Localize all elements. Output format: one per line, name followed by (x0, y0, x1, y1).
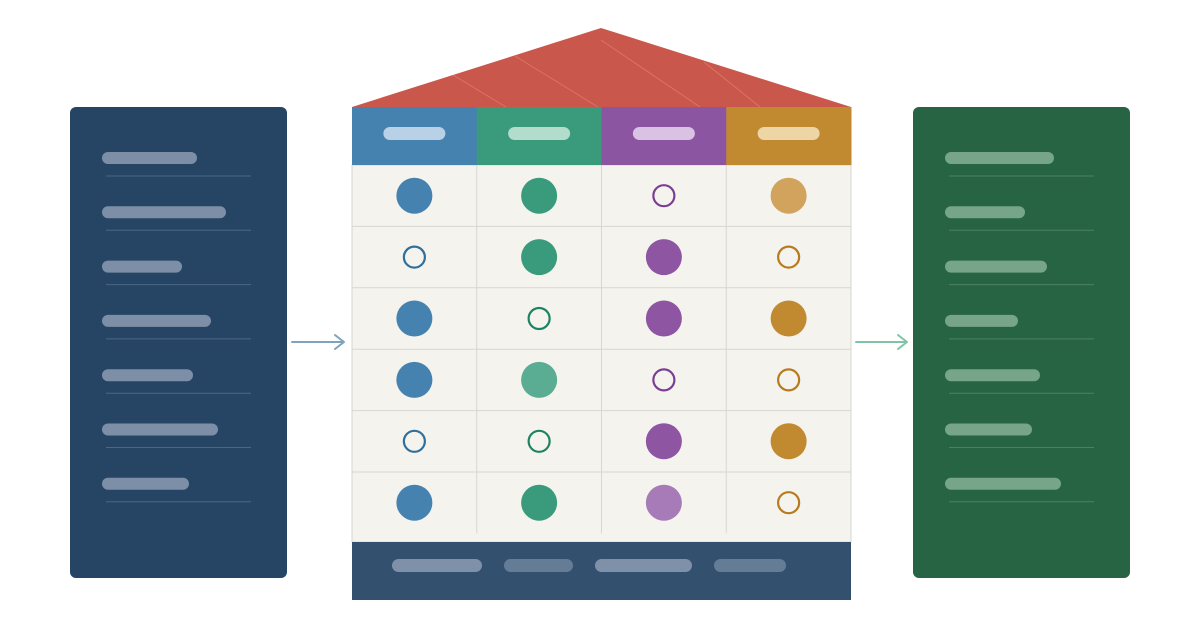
weak-relationship-marker (402, 429, 426, 453)
roof (352, 28, 851, 108)
right-arrow-head (897, 334, 908, 350)
weak-relationship-marker (527, 429, 551, 453)
matrix-column-headers (352, 107, 852, 165)
roof-line (703, 61, 761, 108)
arrow-right-icon (291, 334, 345, 350)
strong-relationship-marker (645, 239, 682, 276)
column-header-label (632, 127, 695, 140)
roof-line (452, 74, 507, 108)
right-panel-placeholder-line (945, 423, 1032, 436)
column-header-label (757, 127, 820, 140)
base-pill (392, 559, 482, 572)
left-panel-placeholder-line (102, 369, 193, 382)
strong-relationship-marker (645, 300, 682, 337)
strong-relationship-marker (396, 484, 433, 521)
arrow-right-icon (855, 334, 908, 350)
column-header-label (508, 127, 571, 140)
left-panel-card (70, 107, 287, 578)
strong-relationship-marker (645, 423, 682, 460)
matrix-cells (396, 177, 807, 521)
strong-relationship-marker (521, 239, 558, 276)
medium-relationship-marker (521, 361, 558, 398)
left-arrow-head (334, 334, 345, 350)
base-pills (392, 559, 786, 572)
right-output-panel (913, 107, 1130, 578)
left-panel-placeholder-line (102, 423, 218, 436)
roof-correlation-lines (452, 39, 761, 108)
column-header-label (383, 127, 446, 140)
strong-relationship-marker (396, 177, 433, 214)
left-input-panel (70, 107, 287, 578)
roof-triangle (352, 28, 851, 107)
left-panel-placeholder-line (102, 314, 211, 327)
left-panel-placeholder-line (102, 206, 226, 219)
base-pill (504, 559, 573, 572)
strong-relationship-marker (521, 177, 558, 214)
left-panel-placeholder-line (102, 260, 182, 273)
roof-line (514, 55, 599, 108)
roof-line (600, 39, 701, 108)
medium-relationship-marker (645, 484, 682, 521)
right-panel-placeholder-line (945, 369, 1040, 382)
left-panel-placeholder-line (102, 477, 189, 490)
weak-relationship-marker (402, 245, 426, 269)
weak-relationship-marker (652, 368, 676, 392)
strong-relationship-marker (770, 300, 807, 337)
right-panel-placeholder-line (945, 260, 1047, 273)
right-panel-placeholder-line (945, 206, 1025, 219)
base-bar (352, 542, 851, 600)
medium-relationship-marker (770, 177, 807, 214)
strong-relationship-marker (396, 300, 433, 337)
right-panel-placeholder-line (945, 152, 1054, 164)
weak-relationship-marker (777, 491, 801, 515)
weak-relationship-marker (777, 245, 801, 269)
left-panel-lines (102, 152, 251, 503)
base-pill (714, 559, 786, 572)
strong-relationship-marker (396, 361, 433, 398)
relationship-matrix (351, 107, 852, 543)
right-panel-placeholder-line (945, 314, 1018, 327)
right-panel-lines (945, 152, 1094, 503)
weak-relationship-marker (777, 368, 801, 392)
left-panel-placeholder-line (102, 152, 197, 164)
strong-relationship-marker (521, 484, 558, 521)
right-panel-card (913, 107, 1130, 578)
weak-relationship-marker (652, 184, 676, 208)
strong-relationship-marker (770, 423, 807, 460)
weak-relationship-marker (527, 306, 551, 331)
base-pill (595, 559, 692, 572)
matrix-grid (352, 165, 851, 534)
right-panel-placeholder-line (945, 477, 1061, 490)
